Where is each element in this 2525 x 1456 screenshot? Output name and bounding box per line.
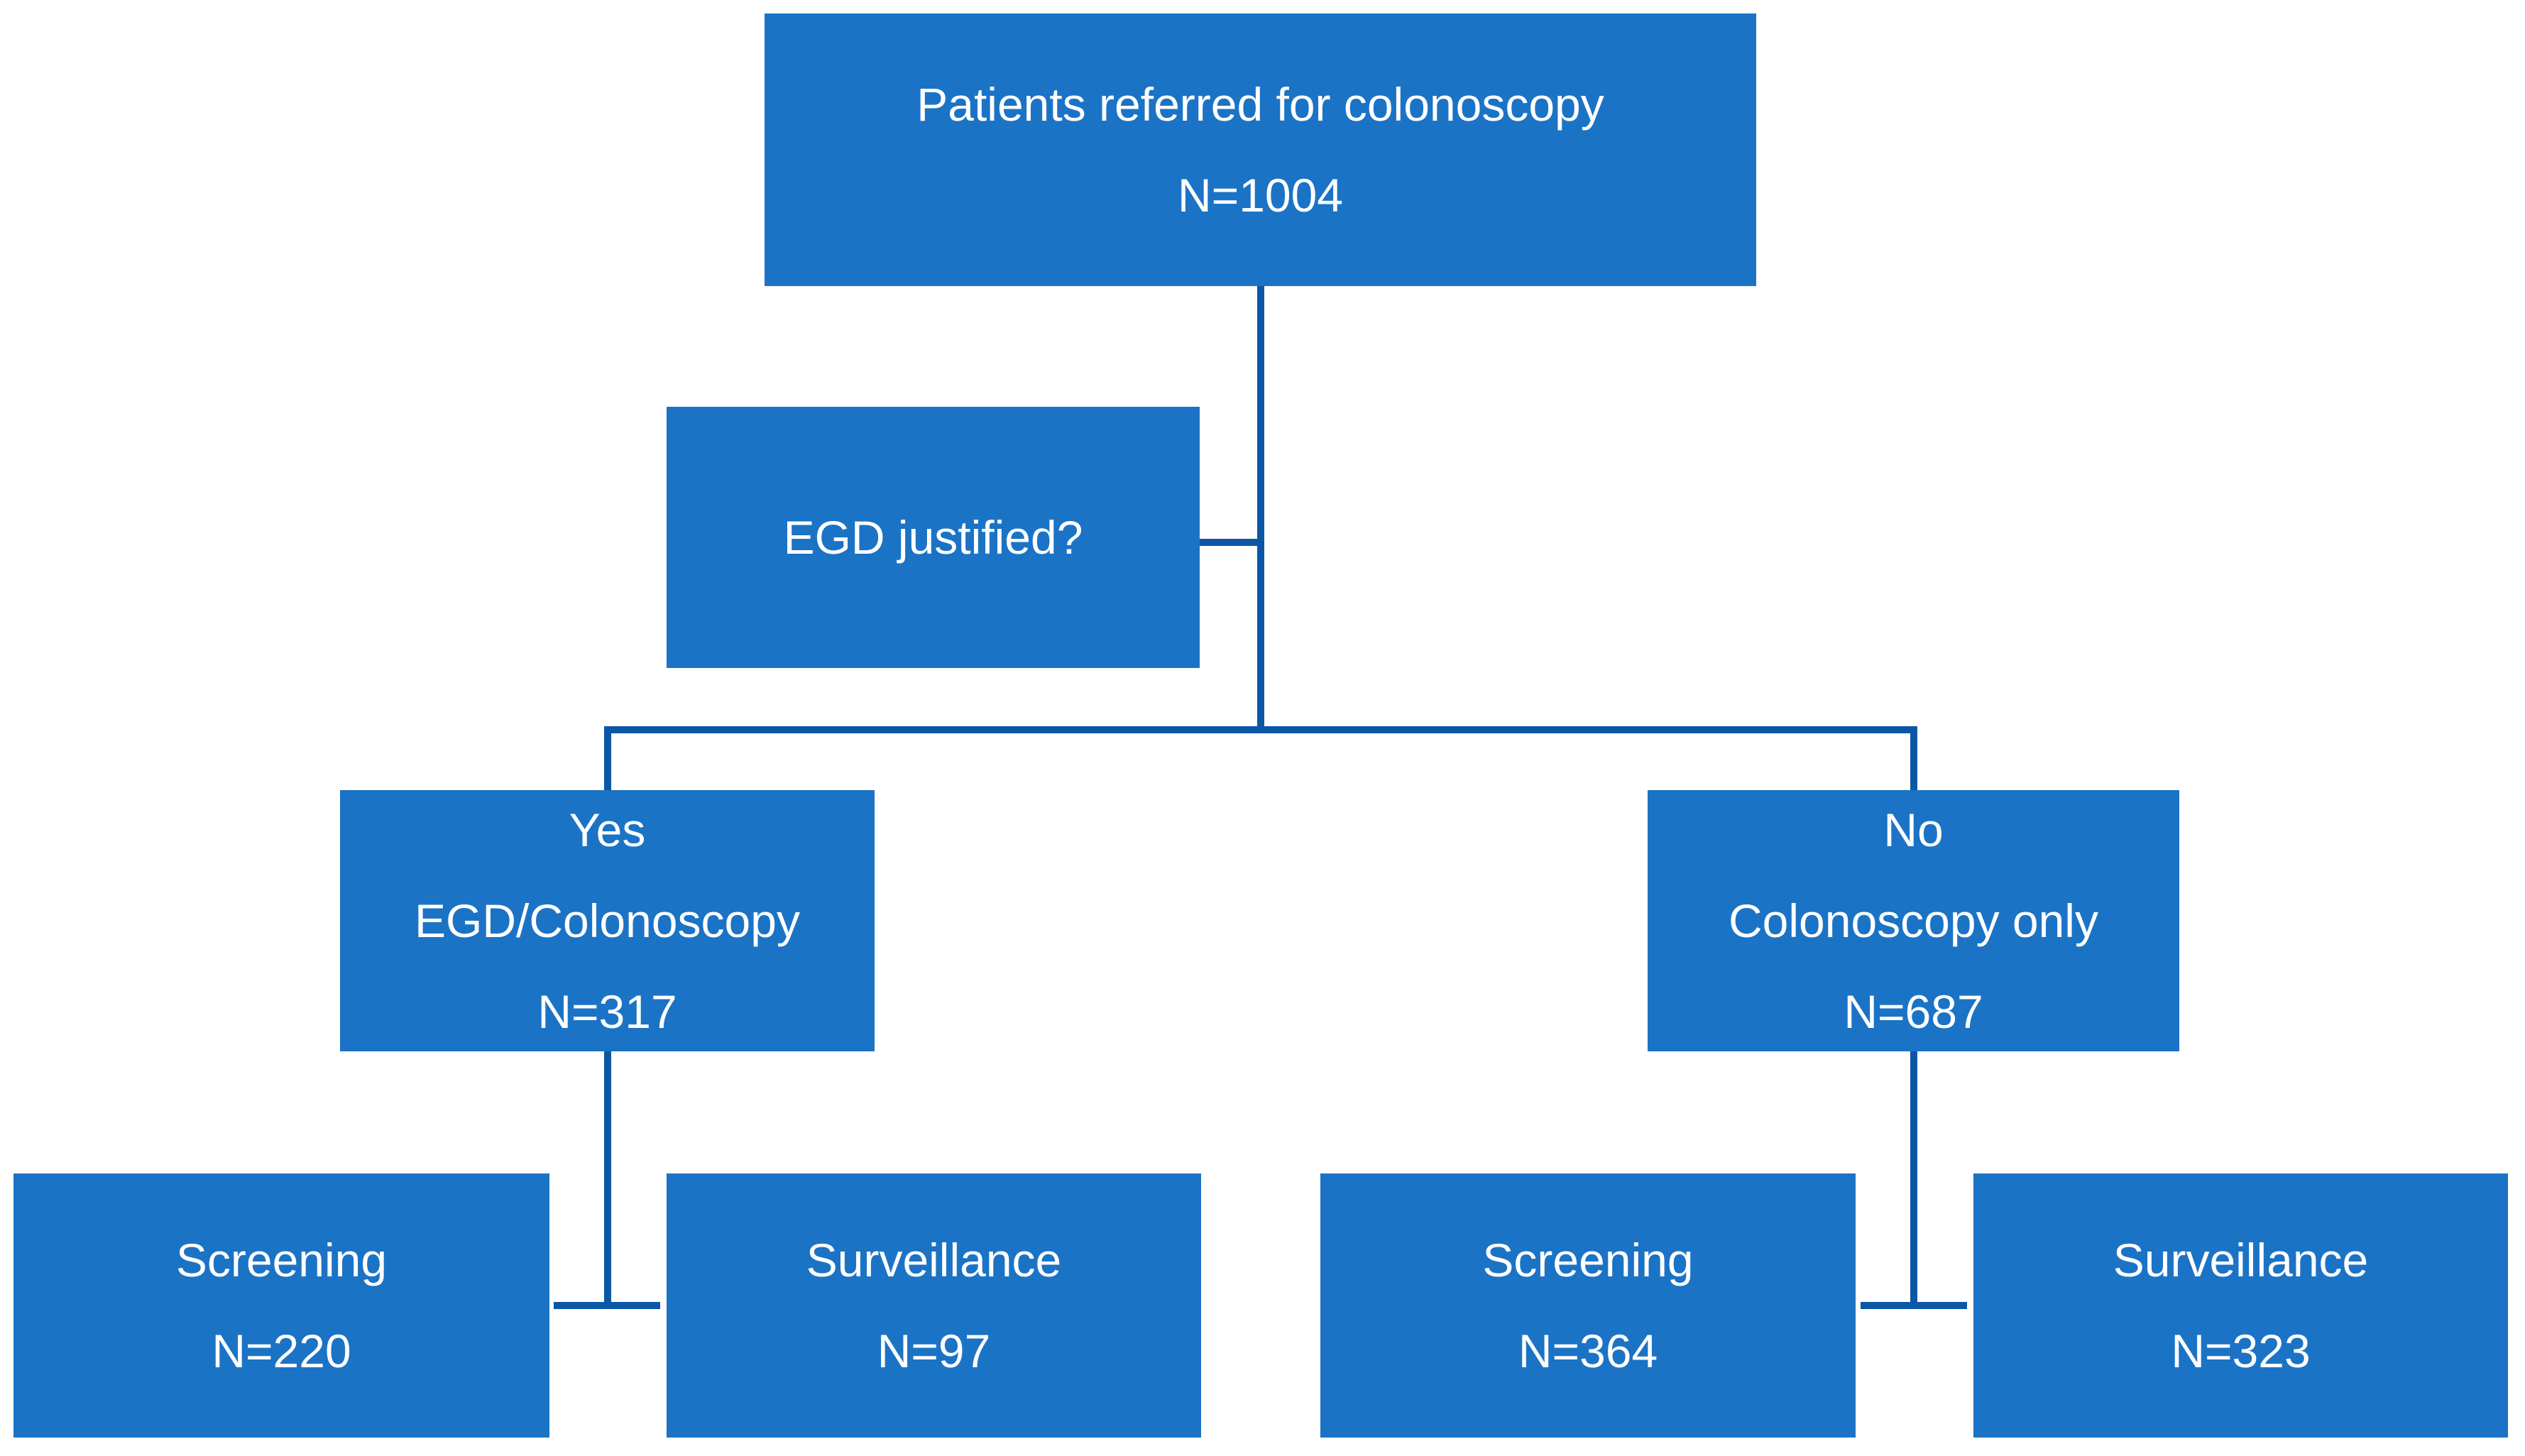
node-yes-surveillance: Surveillance N=97 (667, 1173, 1201, 1438)
node-yes-surveillance-label: Surveillance (806, 1234, 1062, 1286)
node-no-surveillance: Surveillance N=323 (1973, 1173, 2508, 1438)
node-yes-screening-count: N=220 (212, 1325, 351, 1377)
node-patients-referred: Patients referred for colonoscopy N=1004 (765, 13, 1756, 286)
connector-yes-down (604, 1051, 611, 1309)
node-no-surveillance-label: Surveillance (2113, 1234, 2369, 1286)
connector-no-crossbar (1861, 1302, 1967, 1309)
node-no-colonoscopy-only: No Colonoscopy only N=687 (1648, 790, 2179, 1051)
node-no-screening-label: Screening (1482, 1234, 1694, 1286)
node-no-label: No (1883, 804, 1944, 856)
connector-no-down (1910, 1051, 1917, 1309)
node-yes-label: Yes (569, 804, 646, 856)
node-yes-screening: Screening N=220 (13, 1173, 549, 1438)
node-patients-referred-label: Patients referred for colonoscopy (916, 78, 1604, 131)
node-no-count: N=687 (1844, 985, 1983, 1038)
connector-yes-crossbar (554, 1302, 660, 1309)
node-no-screening-count: N=364 (1518, 1325, 1658, 1377)
node-egd-justified-label: EGD justified? (783, 511, 1083, 564)
node-yes-surveillance-count: N=97 (877, 1325, 991, 1377)
node-yes-procedure: EGD/Colonoscopy (415, 894, 800, 947)
node-no-procedure: Colonoscopy only (1729, 894, 2098, 947)
node-yes-screening-label: Screening (175, 1234, 388, 1286)
node-no-screening: Screening N=364 (1320, 1173, 1856, 1438)
node-yes-count: N=317 (537, 985, 677, 1038)
node-egd-justified: EGD justified? (667, 407, 1200, 668)
connector-egd-to-stem (1200, 539, 1264, 546)
connector-root-to-branch (1257, 286, 1264, 733)
connector-branch-to-yes (604, 726, 611, 790)
connector-branch-horizontal (604, 726, 1917, 733)
node-no-surveillance-count: N=323 (2171, 1325, 2311, 1377)
connector-branch-to-no (1910, 726, 1917, 790)
node-yes-egd-colonoscopy: Yes EGD/Colonoscopy N=317 (340, 790, 875, 1051)
node-patients-referred-count: N=1004 (1177, 169, 1344, 221)
